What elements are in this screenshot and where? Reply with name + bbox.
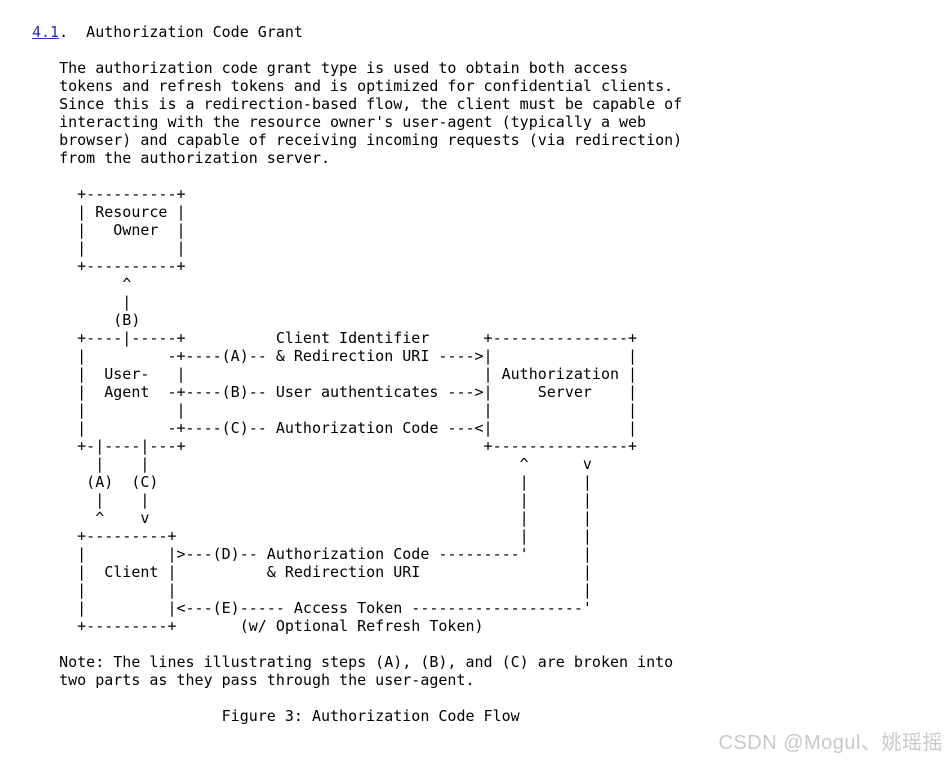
csdn-watermark: CSDN @Mogul、姚瑶摇 xyxy=(718,732,943,754)
intro-paragraph: The authorization code grant type is use… xyxy=(59,59,683,167)
section-number-link[interactable]: 4.1 xyxy=(32,23,60,41)
diagram-note: Note: The lines illustrating steps (A), … xyxy=(59,653,674,689)
section-title: . Authorization Code Grant xyxy=(59,23,303,41)
section-heading: 4.1. Authorization Code Grant xyxy=(32,23,682,41)
ascii-flow-diagram: +----------+ | Resource | | Owner | | | … xyxy=(77,185,638,635)
rfc-section-4-1: 4.1. Authorization Code Grant The author… xyxy=(32,23,682,725)
figure-caption: Figure 3: Authorization Code Flow xyxy=(32,707,520,725)
